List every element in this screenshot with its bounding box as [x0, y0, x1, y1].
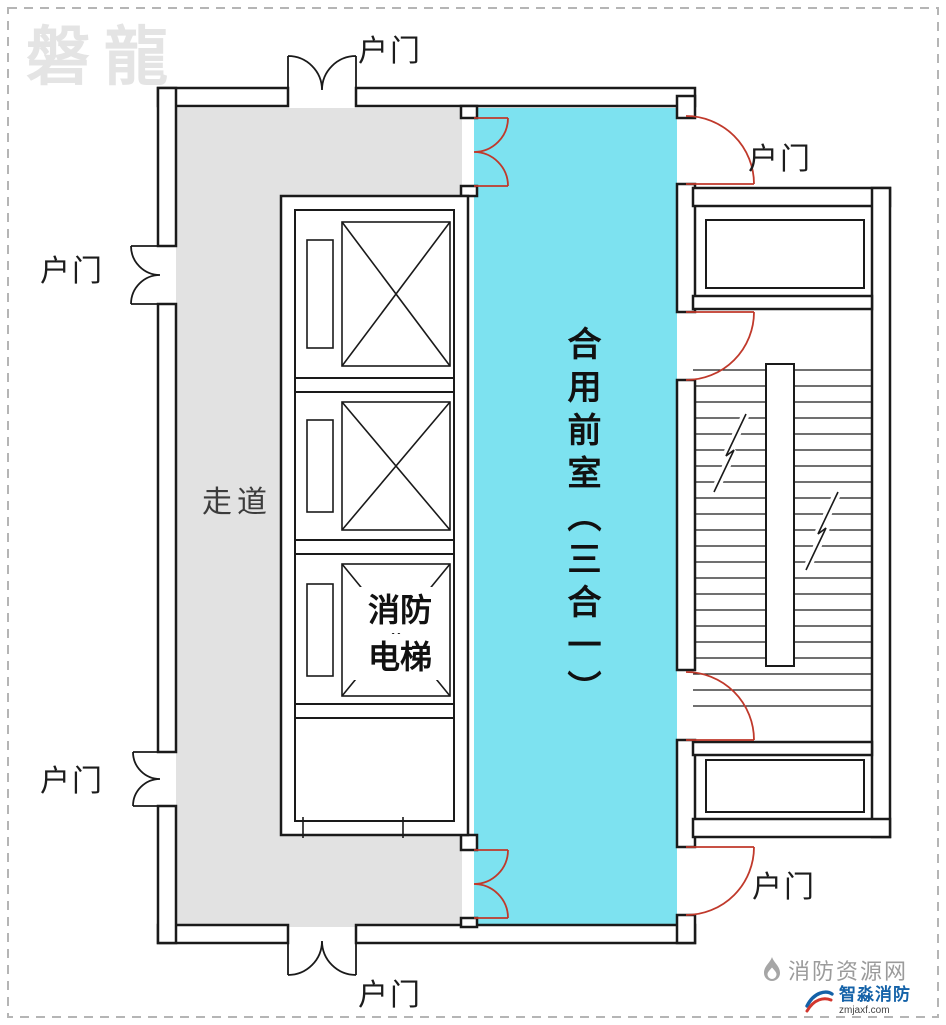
unit-door-left-lower	[132, 751, 161, 807]
footer-brand: 智淼消防 zmjaxf.com	[804, 985, 911, 1016]
footer-site-name: 消防资源网	[788, 959, 909, 984]
shared-lobby-label: 合用前室（三合一）	[562, 326, 600, 713]
door-label-left-lower: 户门	[40, 765, 104, 798]
footer-site: 消防资源网	[760, 954, 908, 986]
unit-door-bottom-center	[287, 940, 357, 976]
brand-name: 智淼消防	[839, 985, 911, 1005]
fire-elevator-label-line2: 电梯	[351, 634, 449, 680]
unit-door-left-upper	[130, 245, 161, 305]
stair-break-line-right	[805, 491, 839, 571]
door-label-top-center: 户门	[358, 35, 422, 68]
door-label-bottom-right: 户门	[752, 871, 816, 904]
corridor-label: 走道	[202, 486, 272, 519]
door-label-top-right: 户门	[748, 143, 812, 176]
watermark: 磐龍	[26, 20, 182, 95]
stair-door-upper	[685, 311, 755, 381]
shared-lobby-region	[474, 108, 677, 927]
unit-door-top-center	[287, 55, 357, 91]
elevator-shaft-1	[306, 221, 451, 367]
lobby-door-bottom	[473, 849, 509, 919]
red-doors	[473, 115, 755, 919]
unit-door-top-right	[685, 115, 755, 185]
staircase	[693, 219, 872, 813]
lobby-door-top	[473, 117, 509, 187]
elevator-block	[279, 194, 470, 838]
black-doors	[130, 55, 357, 976]
stair-bottom-landing	[705, 759, 865, 813]
brand-logo-icon	[805, 990, 834, 1013]
corridor-region	[176, 108, 462, 927]
brand-text: 智淼消防 zmjaxf.com	[839, 985, 911, 1016]
walls	[156, 86, 892, 945]
elevator-block-inner-wall	[294, 209, 455, 822]
door-label-left-upper: 户门	[40, 255, 104, 288]
unit-door-bottom-right	[685, 846, 755, 916]
elevator-shaft-2	[306, 401, 451, 531]
stair-top-landing	[705, 219, 865, 289]
fire-elevator-label-line1: 消防	[351, 587, 449, 633]
dashed-border	[7, 7, 939, 1018]
flame-icon	[764, 957, 780, 981]
stair-door-lower	[685, 671, 755, 741]
brand-url: zmjaxf.com	[839, 1004, 890, 1016]
fire-elevator-label: 消防 电梯	[351, 586, 449, 681]
stair-divider-wall	[765, 363, 795, 667]
door-label-bottom-center: 户门	[358, 979, 422, 1012]
elevator-lobby-opening	[302, 817, 404, 838]
stair-break-line-left	[713, 413, 747, 493]
